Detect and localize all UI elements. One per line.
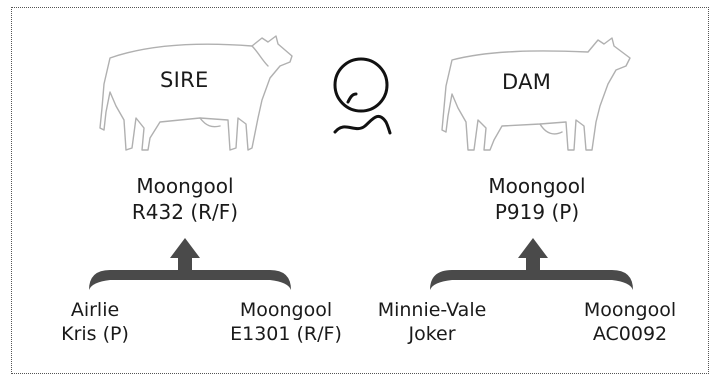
- sire-parent-2: Moongool E1301 (R/F): [222, 298, 350, 346]
- dam-parent-2-line2: AC0092: [592, 323, 668, 345]
- dam-parent-2-line1: Moongool: [583, 299, 677, 321]
- sire-name: Moongool R432 (R/F): [100, 173, 270, 225]
- dam-inheritance-arrow: [430, 238, 633, 290]
- sire-name-line1: Moongool: [136, 174, 234, 198]
- sire-parent-1: Airlie Kris (P): [40, 298, 150, 346]
- sire-parent-1-line1: Airlie: [70, 299, 120, 321]
- sire-name-line2: R432 (R/F): [131, 200, 239, 224]
- sire-inheritance-arrow: [89, 238, 291, 290]
- dam-name: Moongool P919 (P): [452, 173, 622, 225]
- dam-parent-2: Moongool AC0092: [575, 298, 685, 346]
- sire-cow-icon: [99, 35, 293, 151]
- sire-parent-2-line2: E1301 (R/F): [230, 323, 342, 345]
- dam-name-line1: Moongool: [488, 174, 586, 198]
- dam-label: DAM: [502, 70, 552, 94]
- dam-cow-icon: [441, 37, 631, 151]
- dam-parent-1-line1: Minnie-Vale: [377, 299, 487, 321]
- dam-parent-1: Minnie-Vale Joker: [373, 298, 491, 346]
- sire-label: SIRE: [160, 68, 209, 92]
- polled-symbol-icon: [333, 57, 392, 135]
- diagram-frame: [11, 7, 709, 374]
- dam-parent-1-line2: Joker: [408, 323, 456, 345]
- sire-parent-2-line1: Moongool: [239, 299, 333, 321]
- sire-parent-1-line2: Kris (P): [61, 323, 129, 345]
- dam-name-line2: P919 (P): [494, 200, 580, 224]
